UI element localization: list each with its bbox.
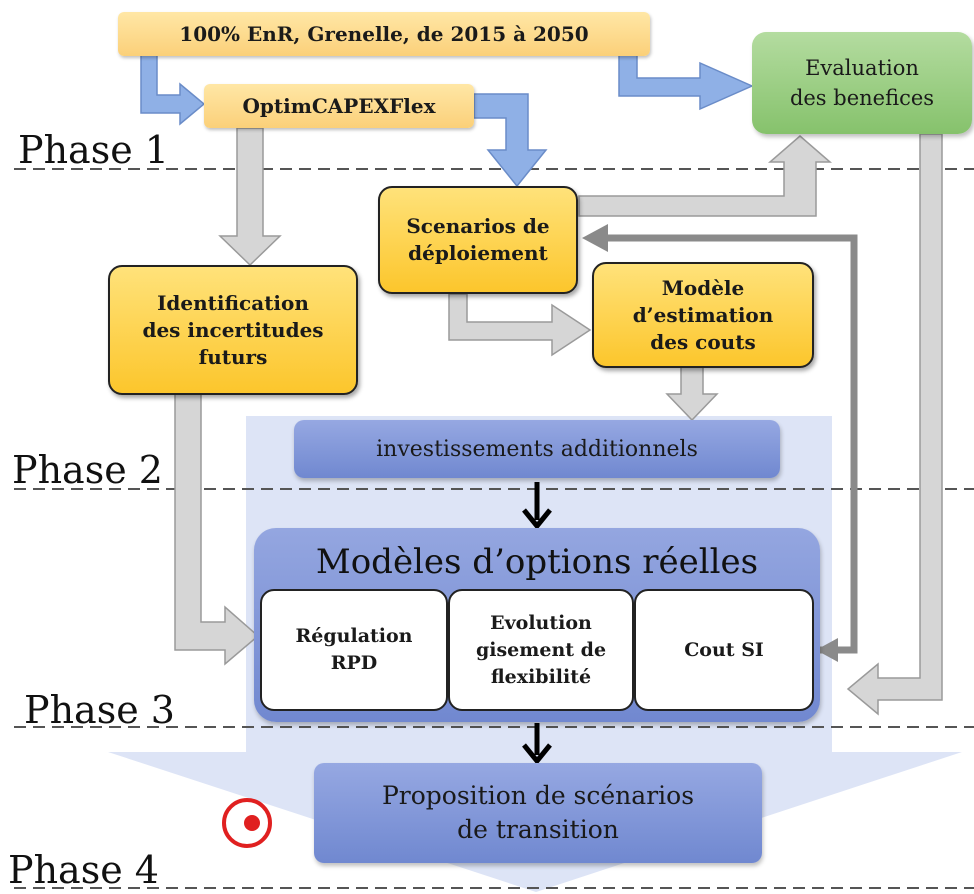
regulation-rpd-text: Régulation RPD — [295, 625, 413, 674]
investissements-box: investissements additionnels — [294, 420, 780, 478]
arrow-enr-to-evaluation — [618, 49, 754, 111]
proposition-box: Proposition de scénarios de transition — [314, 763, 762, 863]
arrow-options-to-proposition-head — [522, 743, 552, 765]
evaluation-box: Evaluation des benefices — [752, 32, 972, 134]
optimcapexflex-box: OptimCAPEXFlex — [204, 84, 474, 128]
identification-text: Identification des incertitudes futurs — [142, 290, 324, 369]
scenarios-box: Scenarios de déploiement — [378, 186, 578, 294]
arrow-enr-to-optim — [140, 49, 206, 126]
optimcapexflex-text: OptimCAPEXFlex — [242, 94, 436, 118]
regulation-rpd-box: Régulation RPD — [260, 589, 448, 711]
arrow-head-to-scenarios — [582, 224, 608, 252]
evolution-gisement-box: Evolution gisement de flexibilité — [448, 589, 634, 711]
evaluation-text: Evaluation des benefices — [789, 56, 935, 110]
evolution-gisement-text: Evolution gisement de flexibilité — [475, 611, 607, 688]
arrow-optim-to-identification — [218, 127, 282, 267]
arrow-investissements-to-options-head — [522, 508, 552, 530]
arrow-scenarios-to-evaluation — [578, 135, 833, 217]
arrow-evaluation-to-options — [846, 133, 943, 716]
logo-icon — [222, 798, 272, 848]
enr-scope-text: 100% EnR, Grenelle, de 2015 à 2050 — [179, 22, 589, 46]
modele-estimation-text: Modèle d’estimation des couts — [632, 275, 774, 354]
modele-estimation-box: Modèle d’estimation des couts — [592, 262, 814, 368]
arrow-scenarios-to-estimation — [448, 293, 592, 357]
arrow-optim-to-scenarios — [473, 93, 548, 188]
cout-si-text: Cout SI — [684, 638, 764, 661]
phase-2-label: Phase 2 — [12, 448, 163, 492]
arrow-identification-to-regulation — [174, 393, 260, 666]
scenarios-text: Scenarios de déploiement — [406, 214, 550, 265]
enr-scope-box: 100% EnR, Grenelle, de 2015 à 2050 — [118, 12, 650, 56]
investissements-text: investissements additionnels — [376, 436, 698, 462]
arrow-head-to-cout-si — [816, 638, 838, 662]
options-reelles-title: Modèles d’options réelles — [315, 542, 759, 582]
arrow-estimation-to-investissements — [665, 366, 719, 422]
phase-4-label: Phase 4 — [8, 848, 159, 892]
cout-si-box: Cout SI — [634, 589, 814, 711]
phase-3-label: Phase 3 — [24, 688, 175, 732]
proposition-text: Proposition de scénarios de transition — [381, 781, 695, 844]
phase-1-label: Phase 1 — [18, 128, 169, 172]
identification-box: Identification des incertitudes futurs — [108, 265, 358, 395]
